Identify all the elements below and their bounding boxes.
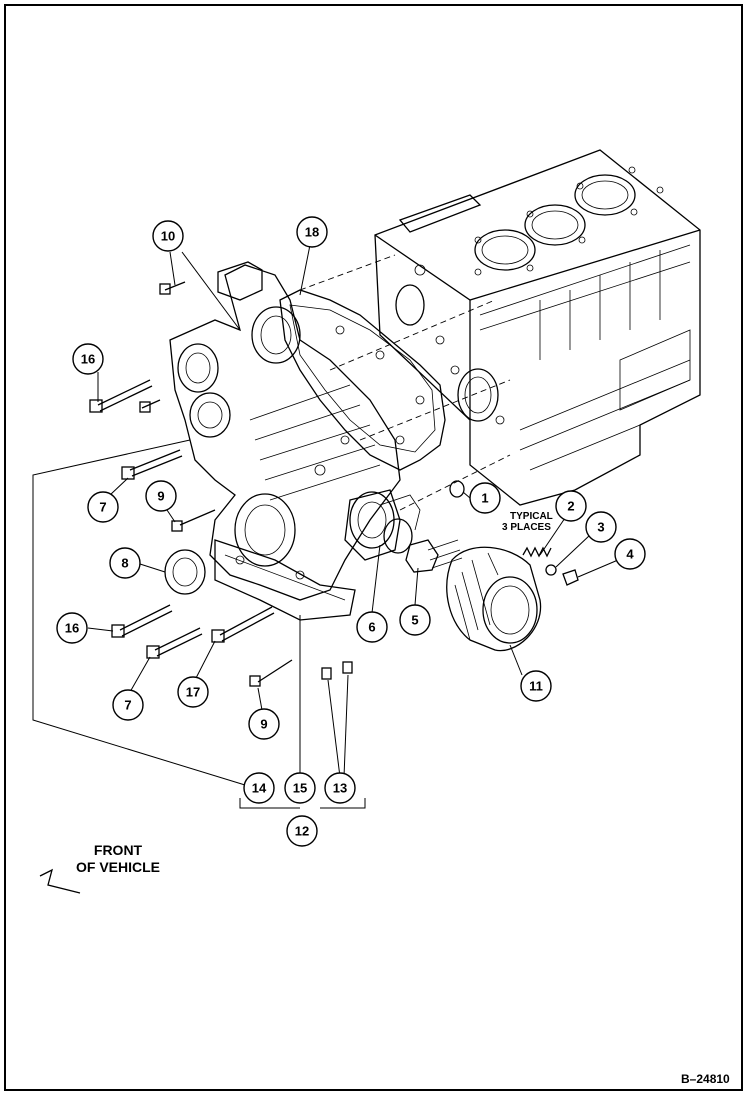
gasket [279,289,446,471]
svg-text:12: 12 [295,824,309,839]
callouts: 10 18 16 7 9 8 16 7 17 9 14 15 13 12 1 2… [56,216,646,847]
callout-16-upper: 16 [72,343,104,375]
relief-plug [562,569,579,586]
svg-text:18: 18 [305,225,319,240]
front-label-line1: FRONT [94,842,143,858]
alignment-lines [299,254,511,511]
callout-7-lower: 7 [112,689,144,721]
engine-block [374,149,701,506]
callout-6: 6 [356,611,388,643]
svg-text:9: 9 [157,489,164,504]
svg-text:13: 13 [333,781,347,796]
front-arrow [39,868,81,894]
svg-text:6: 6 [368,620,375,635]
note-line1: TYPICAL [510,511,553,522]
callout-18: 18 [296,216,328,248]
callout-4: 4 [614,538,646,570]
gear-case-cover [169,261,401,621]
svg-text:16: 16 [81,352,95,367]
svg-text:7: 7 [124,698,131,713]
relief-ball [545,564,557,576]
svg-text:10: 10 [161,229,175,244]
o-ring [449,480,465,498]
callout-9-lower: 9 [248,708,280,740]
note-line2: 3 PLACES [502,522,551,533]
bolts [89,281,353,687]
svg-text:4: 4 [626,547,634,562]
callout-14: 14 [243,772,275,804]
oil-pump-cover [349,491,421,554]
svg-text:7: 7 [99,500,106,515]
svg-text:15: 15 [293,781,307,796]
figure-reference: B–24810 [681,1072,730,1086]
callout-16-lower: 16 [56,612,88,644]
svg-text:2: 2 [567,499,574,514]
diagram-frame [4,4,743,1091]
leader-lines [32,244,619,809]
front-label-line2: OF VEHICLE [76,859,160,875]
svg-text:5: 5 [411,613,418,628]
oil-filter [446,546,542,652]
callout-3: 3 [585,511,617,543]
callout-17: 17 [177,676,209,708]
callout-7-upper: 7 [87,491,119,523]
svg-text:16: 16 [65,621,79,636]
oil-seal [164,549,206,595]
oil-filter-adapter [405,539,463,573]
svg-text:8: 8 [121,556,128,571]
callout-1: 1 [469,482,501,514]
callout-11: 11 [520,670,552,702]
svg-text:11: 11 [529,679,543,694]
callout-9-upper: 9 [145,480,177,512]
svg-text:9: 9 [260,717,267,732]
callout-5: 5 [399,604,431,636]
svg-text:1: 1 [481,491,488,506]
callout-13: 13 [324,772,356,804]
callout-2: 2 [555,490,587,522]
callout-12: 12 [286,815,318,847]
svg-text:14: 14 [252,781,267,796]
svg-text:17: 17 [186,685,200,700]
svg-text:3: 3 [597,520,604,535]
relief-spring [522,546,552,558]
callout-10: 10 [152,220,184,252]
callout-8: 8 [109,547,141,579]
callout-15: 15 [284,772,316,804]
